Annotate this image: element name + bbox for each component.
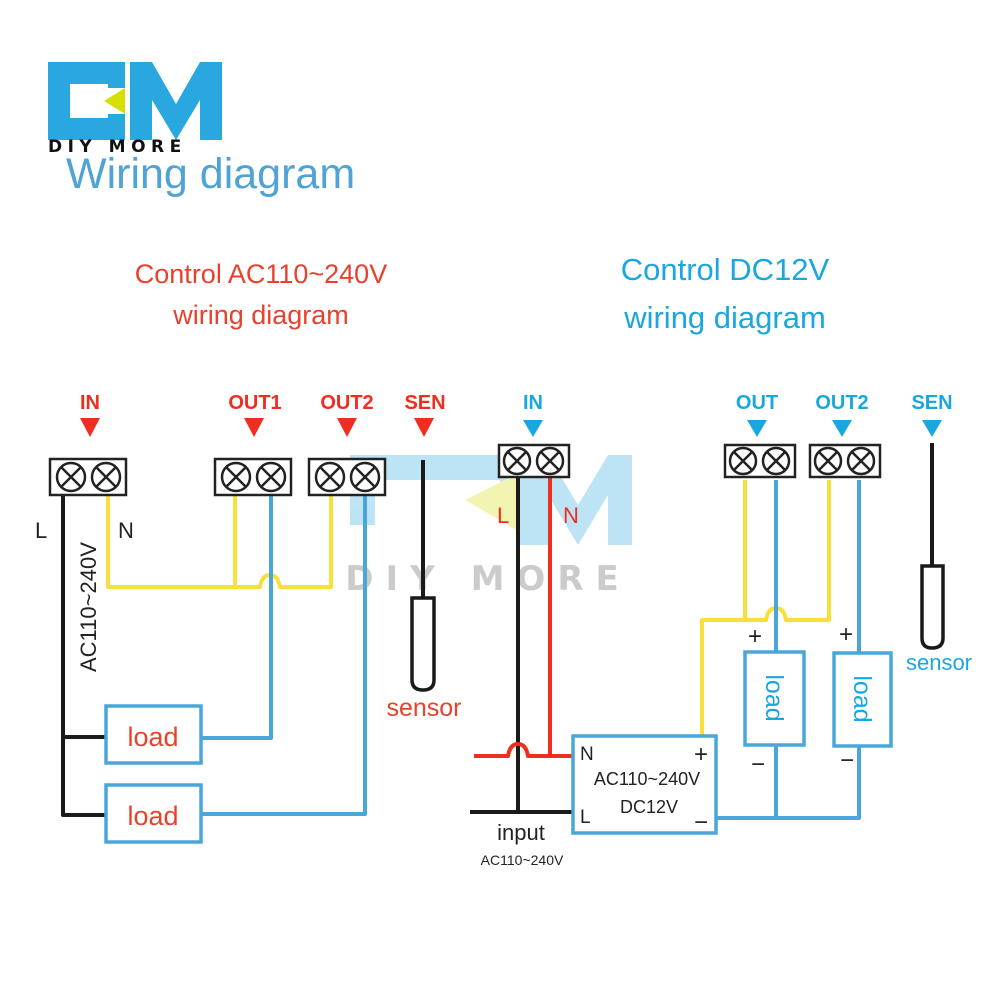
dc-power-supply: N L + − AC110~240V DC12V	[571, 734, 718, 836]
ac-terminal-out2	[307, 457, 387, 497]
dc-terminal-arrows	[523, 420, 942, 437]
ac-terminal-in	[48, 457, 128, 497]
dc-terminal-in	[497, 443, 571, 479]
ac-wire-out1	[202, 490, 273, 740]
page-title: Wiring diagram	[66, 150, 355, 198]
diymore-logo: DIY MORE	[48, 62, 222, 157]
ac-label-l: L	[35, 518, 47, 543]
dc-load-2-plus: +	[839, 621, 853, 648]
dc-load-1-plus: +	[748, 623, 762, 650]
ac-load-2: load	[104, 783, 203, 844]
dc-label-out: OUT	[736, 392, 778, 414]
ac-terminal-arrows	[80, 418, 434, 437]
watermark-logo-mark	[350, 455, 632, 545]
logo-mark	[48, 62, 222, 140]
dc-section-heading-line1: Control DC12V	[621, 252, 830, 287]
ac-label-n: N	[118, 518, 134, 543]
ac-label-out1: OUT1	[228, 392, 281, 414]
dc-sensor-label: sensor	[906, 650, 972, 675]
dc-arrow-sen-icon	[922, 420, 942, 437]
ac-load-1: load	[104, 704, 203, 765]
dc-wires	[470, 443, 934, 820]
dc-load-2: load + −	[832, 621, 893, 774]
dc-terminal-out2	[808, 443, 882, 479]
ac-terminal-labels: IN OUT1 OUT2 SEN	[80, 392, 446, 414]
dc-load-2-minus: −	[840, 747, 854, 774]
logo-subtitle: DIY MORE	[48, 137, 187, 157]
dc-wire-line	[470, 475, 572, 814]
ac-wires	[61, 460, 425, 817]
dc-label-in: IN	[523, 392, 543, 414]
ac-arrow-in-icon	[80, 418, 100, 437]
psu-output-rating: DC12V	[620, 797, 678, 817]
ac-wire-out2	[202, 490, 367, 816]
dc-wire-out2	[716, 480, 861, 820]
dc-load-2-label: load	[848, 675, 876, 722]
dc-arrow-out-icon	[747, 420, 767, 437]
dc-sensor-probe-icon	[920, 564, 945, 650]
watermark-subtitle: DIY MORE	[345, 559, 630, 599]
ac-label-sen: SEN	[404, 392, 445, 414]
watermark: DIY MORE	[345, 455, 632, 599]
ac-wire-neutral	[106, 490, 333, 589]
dc-load-1: load + −	[743, 623, 806, 778]
ac-section-heading-line1: Control AC110~240V	[135, 259, 387, 289]
ac-arrow-sen-icon	[414, 418, 434, 437]
dc-label-l: L	[497, 503, 509, 528]
dc-load-1-label: load	[760, 674, 788, 721]
ac-supply-voltage-label: AC110~240V	[76, 542, 101, 672]
dc-label-sen: SEN	[911, 392, 952, 414]
dc-terminal-out	[723, 443, 797, 479]
dc-wire-neutral	[474, 475, 572, 758]
dc-label-n: N	[563, 503, 579, 528]
ac-load-1-label: load	[127, 722, 178, 752]
dc-load-1-minus: −	[751, 751, 765, 778]
ac-terminal-out1	[213, 457, 293, 497]
ac-sensor-probe-icon	[410, 596, 436, 692]
dc-arrow-out2-icon	[832, 420, 852, 437]
dc-arrow-in-icon	[523, 420, 543, 437]
psu-n-label: N	[580, 744, 594, 765]
psu-input-rating: AC110~240V	[594, 769, 700, 789]
ac-arrow-out1-icon	[244, 418, 264, 437]
ac-load-2-label: load	[127, 801, 178, 831]
psu-minus-label: −	[694, 809, 708, 836]
ac-arrow-out2-icon	[337, 418, 357, 437]
dc-input-voltage: AC110~240V	[481, 852, 564, 868]
dc-terminal-labels: IN OUT OUT2 SEN	[523, 392, 953, 414]
ac-section-heading-line2: wiring diagram	[172, 300, 349, 330]
psu-plus-label: +	[694, 741, 708, 768]
dc-input-label: input	[497, 820, 545, 845]
ac-label-in: IN	[80, 392, 100, 414]
dc-section-heading-line2: wiring diagram	[623, 300, 826, 335]
psu-l-label: L	[580, 807, 591, 828]
dc-label-out2: OUT2	[815, 392, 868, 414]
ac-label-out2: OUT2	[320, 392, 373, 414]
ac-wire-line	[61, 490, 105, 817]
ac-sensor-label: sensor	[386, 694, 461, 722]
